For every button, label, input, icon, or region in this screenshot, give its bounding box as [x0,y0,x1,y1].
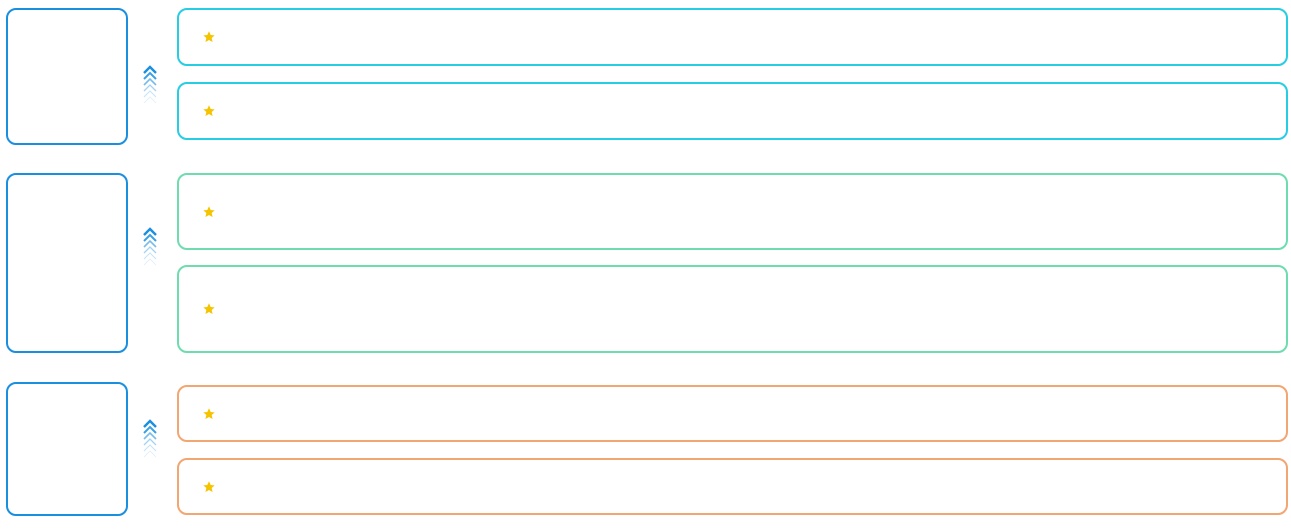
star-icon [202,205,216,219]
star-icon [202,480,216,494]
section-3-item-2 [177,458,1288,515]
chevron-up-icon [141,418,159,458]
section-1-item-1 [177,8,1288,66]
star-icon [202,30,216,44]
section-3-label-box [6,382,128,516]
chevron-up-icon [141,226,159,266]
section-1-item-2 [177,82,1288,140]
section-2-item-2 [177,265,1288,353]
section-3-item-1 [177,385,1288,442]
star-icon [202,407,216,421]
chevron-up-icon [141,64,159,104]
star-icon [202,302,216,316]
star-icon [202,104,216,118]
section-2-label-box [6,173,128,353]
section-1-label-box [6,8,128,145]
section-2-item-1 [177,173,1288,250]
